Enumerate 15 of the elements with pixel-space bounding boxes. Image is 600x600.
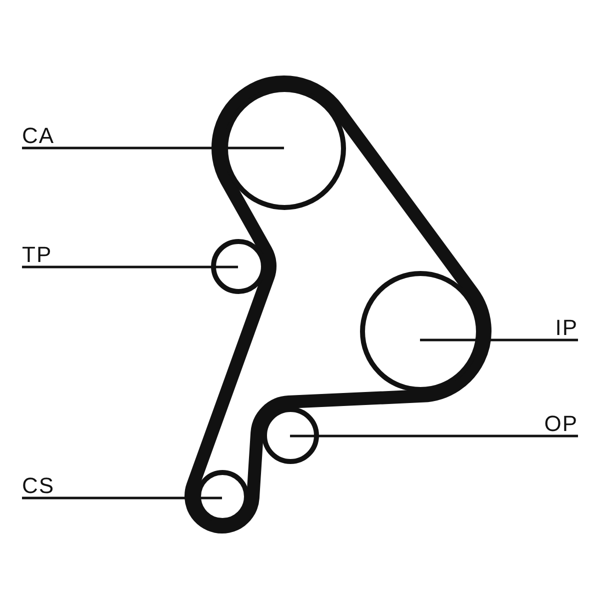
leader-line xyxy=(22,496,222,500)
leader-line xyxy=(22,266,238,268)
pulley xyxy=(196,470,248,522)
pulley xyxy=(360,270,480,392)
pulley xyxy=(262,406,318,464)
part-label: TP xyxy=(22,244,52,266)
pulley xyxy=(210,238,266,294)
pulley xyxy=(222,86,346,210)
part-label: CS xyxy=(22,475,55,497)
part-label: OP xyxy=(544,413,578,435)
part-label: CA xyxy=(22,125,55,147)
leader-line xyxy=(290,434,578,438)
leader-line xyxy=(22,146,284,150)
leader-line xyxy=(420,338,578,342)
part-label: IP xyxy=(555,317,578,339)
